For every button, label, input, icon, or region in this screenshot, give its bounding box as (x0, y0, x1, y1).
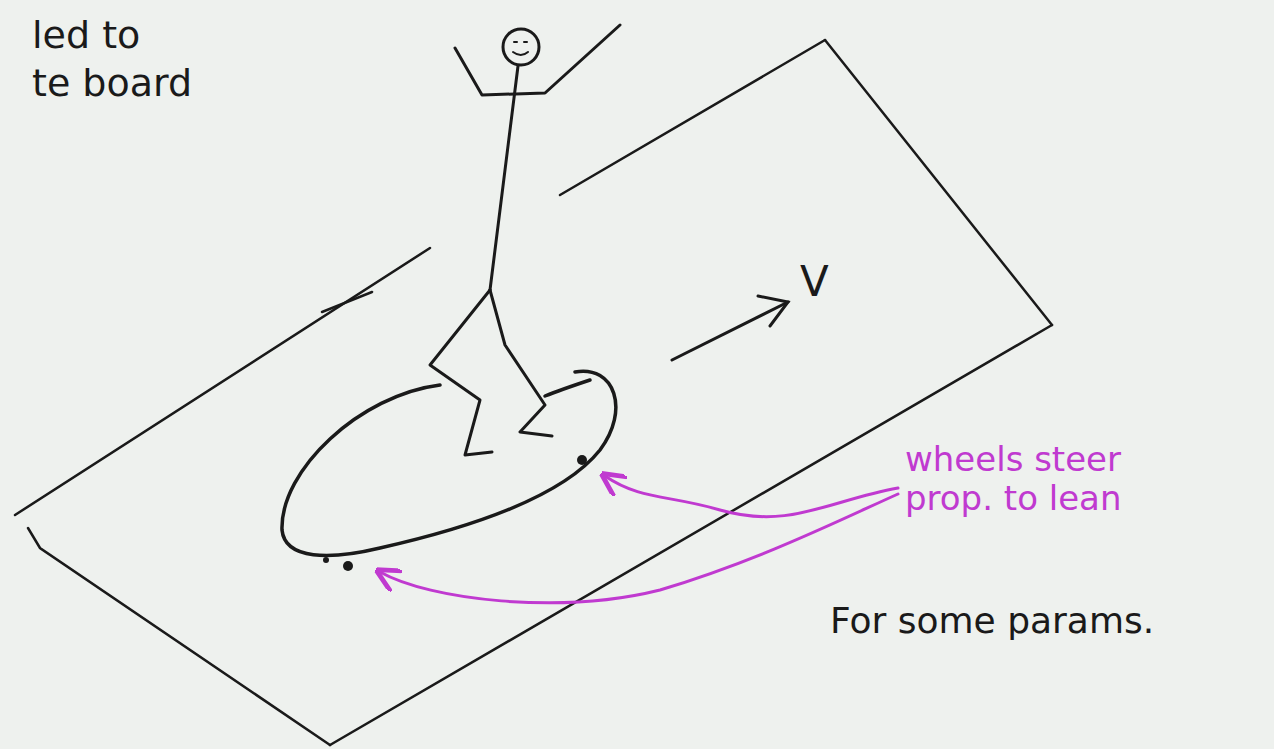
stick-figure (430, 25, 620, 455)
annotation-text: wheels steer prop. to lean (905, 440, 1205, 518)
wheels (323, 455, 587, 571)
skateboard (282, 371, 616, 555)
velocity-label: V (800, 258, 829, 306)
note-text: te board (32, 62, 192, 106)
note-text: led to (32, 14, 140, 58)
velocity-arrow (672, 296, 788, 360)
note-text: For some params. (830, 600, 1154, 641)
leader-lines (380, 476, 898, 603)
